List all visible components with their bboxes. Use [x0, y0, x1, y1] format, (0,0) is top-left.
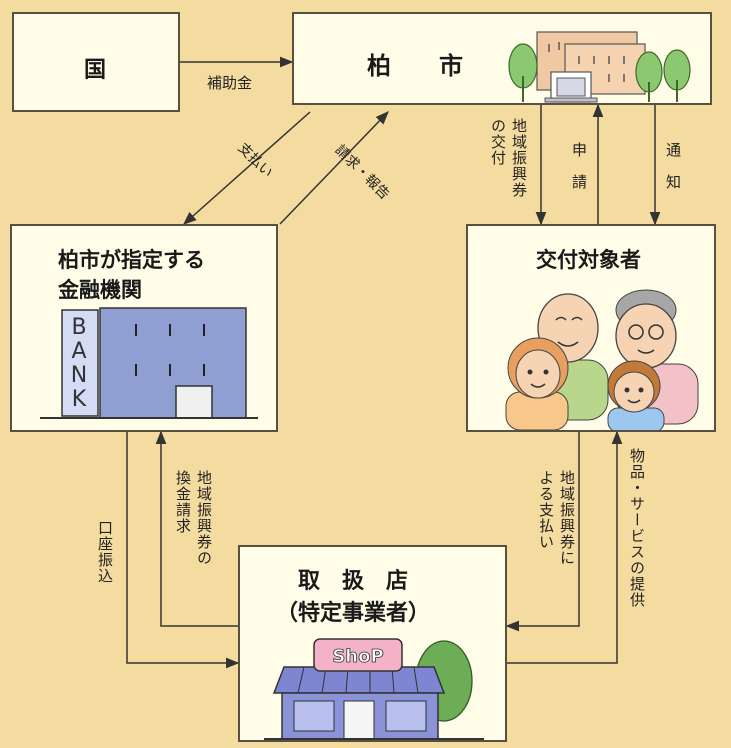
shop-node: 取 扱 店 （特定事業者） ShoP — [238, 545, 507, 742]
city-hall-illustration — [508, 31, 691, 103]
shop-illustration: ShoP — [264, 638, 484, 740]
kashiwa-city-node: 柏 市 — [292, 12, 712, 105]
arrow-payment — [182, 111, 311, 225]
kuni-node: 国 — [12, 12, 180, 112]
arrow-transfer — [126, 430, 240, 669]
kashiwa-city-label: 柏 市 — [367, 52, 463, 80]
shop-sign-text: ShoP — [332, 646, 383, 667]
recipients-node: 交付対象者 — [466, 224, 716, 432]
family-illustration — [505, 289, 699, 430]
label-transfer: 口座振込 — [96, 520, 114, 584]
label-goods-services: 物品・サービスの提供 — [628, 448, 646, 608]
bank-title-line1: 柏市が指定する — [58, 248, 205, 272]
label-voucher-issue-line1: 地域振興券 — [510, 118, 528, 198]
arrow-voucher-payment — [505, 430, 580, 632]
label-subsidy: 補助金 — [207, 74, 253, 92]
arrow-exchange-claim — [155, 430, 238, 627]
bank-title-line2: 金融機関 — [58, 278, 142, 302]
arrow-claim-report — [279, 111, 389, 225]
label-notice: 通 知 — [664, 142, 682, 190]
label-voucher-issue-line2: の交付 — [489, 118, 507, 166]
label-application: 申 請 — [570, 142, 588, 190]
label-exchange-claim-line2: 換金請求 — [174, 470, 192, 534]
label-voucher-payment-line2: よる支払い — [537, 470, 555, 550]
arrow-goods-services — [507, 430, 623, 664]
shop-title-line2: （特定事業者） — [276, 601, 431, 626]
label-exchange-claim-line1: 地域振興券の — [195, 470, 213, 566]
label-voucher-payment-line1: 地域振興券に — [558, 470, 576, 566]
shop-title-line1: 取 扱 店 — [298, 569, 409, 594]
kuni-label: 国 — [84, 58, 107, 83]
recipients-label: 交付対象者 — [536, 248, 641, 272]
